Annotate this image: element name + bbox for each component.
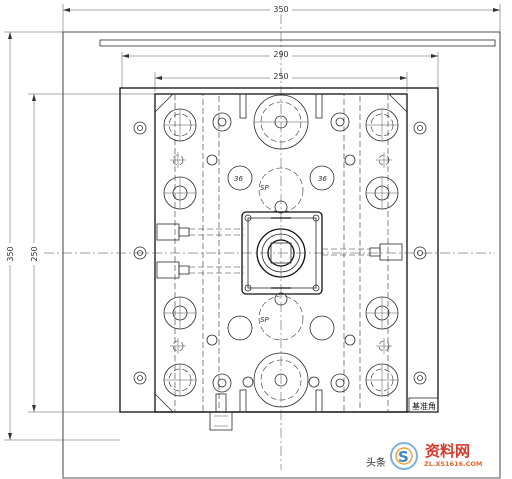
clamp-plate-outline — [62, 31, 501, 479]
pillar-hole-tr — [365, 108, 399, 142]
chamfer-top-right — [388, 93, 408, 113]
slot-top-left — [239, 93, 247, 119]
screw-heads — [133, 112, 427, 393]
dim-text-350-left: 350 — [6, 246, 15, 261]
lower-sprue-region: SP — [253, 295, 309, 408]
screw-b — [330, 112, 350, 132]
datum-corner: 基准角 — [408, 397, 439, 413]
watermark-logo-icon: S — [390, 442, 418, 470]
watermark: 头条 S 资料网 ZL.XS1616.COM — [366, 442, 482, 470]
screw-h — [413, 371, 427, 385]
screw-d — [330, 373, 350, 393]
slot-bottom-left — [239, 389, 247, 413]
pillar-hole-mr1 — [365, 176, 399, 210]
slot-top-right — [315, 93, 323, 119]
pin-label-2: 36 — [318, 175, 327, 183]
bottom-fitting — [209, 393, 233, 431]
screw-i — [133, 246, 147, 260]
water-line-left-upper — [156, 223, 244, 241]
guide-pillar-holes — [163, 108, 399, 397]
chamfer-bottom-left — [154, 393, 174, 413]
pillar-hole-ml1 — [163, 176, 197, 210]
screw-e — [133, 121, 147, 135]
dimension-overall-height: 350 — [4, 31, 120, 441]
center-locating-block — [241, 200, 323, 306]
svg-text:S: S — [398, 448, 409, 466]
ejector-pins — [170, 152, 392, 354]
screw-f — [413, 121, 427, 135]
screw-k — [242, 376, 254, 388]
watermark-brand: 资料网 — [425, 442, 470, 460]
watermark-prefix: 头条 — [366, 456, 386, 469]
screw-c — [212, 373, 232, 393]
screw-l — [308, 376, 320, 388]
dim-text-250-left: 250 — [30, 246, 39, 261]
top-plate-strip — [99, 39, 496, 47]
pillar-hole-bl — [163, 363, 197, 397]
pillar-hole-tl — [163, 108, 197, 142]
sprue-label-upper: SP — [260, 184, 269, 192]
screw-g — [133, 371, 147, 385]
pillar-hole-br — [365, 363, 399, 397]
pin-label-1: 36 — [234, 175, 243, 183]
base-plate-outline — [119, 87, 439, 413]
water-line-right — [322, 243, 403, 261]
dim-text-350-top: 350 — [273, 5, 288, 14]
pillar-hole-mr2 — [365, 296, 399, 330]
datum-corner-label: 基准角 — [412, 401, 436, 411]
cavity-circles: 36 36 — [227, 165, 335, 341]
sprue-label-lower: SP — [260, 316, 269, 324]
screw-j — [413, 246, 427, 260]
slot-bottom-right — [315, 389, 323, 413]
watermark-url: ZL.XS1616.COM — [424, 460, 482, 468]
screw-a — [212, 112, 232, 132]
pillar-hole-ml2 — [163, 296, 197, 330]
chamfer-top-left — [154, 93, 174, 113]
upper-sprue-region: SP — [253, 94, 309, 213]
water-line-left-lower — [156, 261, 244, 279]
dimension-base-width: 290 — [121, 49, 439, 88]
